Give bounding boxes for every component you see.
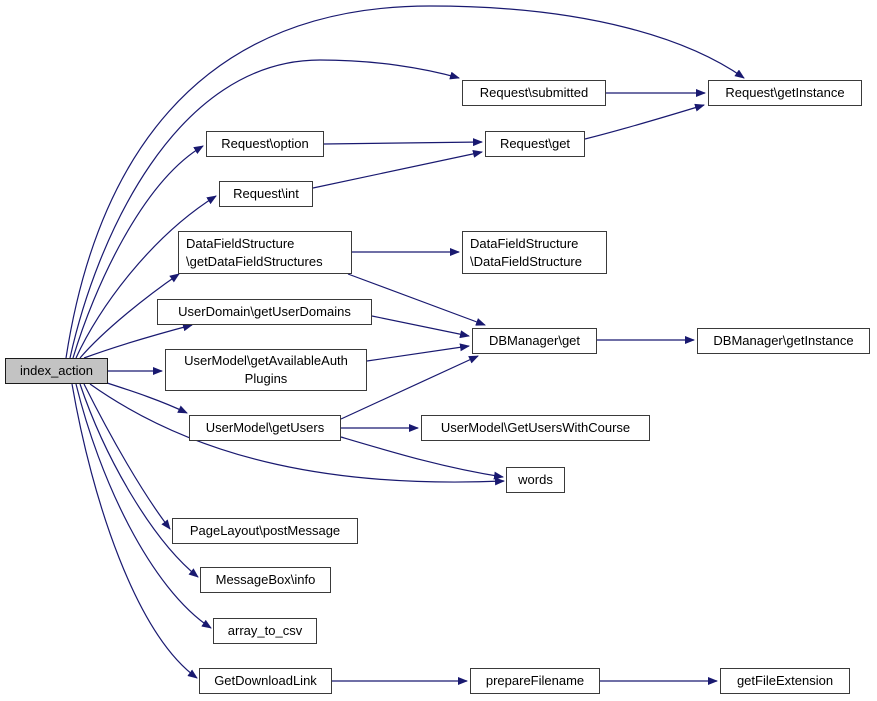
node-messagebox-info[interactable]: MessageBox\info — [200, 567, 331, 593]
node-request-get[interactable]: Request\get — [485, 131, 585, 157]
edge-usermodel_getusers-to-words — [340, 436, 504, 480]
node-request-getinstance[interactable]: Request\getInstance — [708, 80, 862, 106]
node-datafieldstructure-datafieldstructure[interactable]: DataFieldStructure \DataFieldStructure — [462, 231, 607, 274]
node-pagelayout-postmessage[interactable]: PageLayout\postMessage — [172, 518, 358, 544]
node-array-to-csv[interactable]: array_to_csv — [213, 618, 317, 644]
node-usermodel-getusers[interactable]: UserModel\getUsers — [189, 415, 341, 441]
node-request-option[interactable]: Request\option — [206, 131, 324, 157]
node-index-action: index_action — [5, 358, 108, 384]
edge-index_action-to-request_submitted — [69, 59, 460, 359]
node-request-submitted[interactable]: Request\submitted — [462, 80, 606, 106]
node-usermodel-getuserswithcourse[interactable]: UserModel\GetUsersWithCourse — [421, 415, 650, 441]
node-preparefilename[interactable]: prepareFilename — [470, 668, 600, 694]
node-words[interactable]: words — [506, 467, 565, 493]
edge-index_action-to-words — [89, 383, 505, 486]
edge-index_action-to-usermodel_getusers — [103, 381, 188, 414]
edge-index_action-to-array_to_csv — [75, 383, 212, 629]
edge-request_option-to-request_get — [323, 138, 483, 147]
edge-index_action-to-messagebox_info — [79, 383, 199, 578]
node-request-int[interactable]: Request\int — [219, 181, 313, 207]
node-datafieldstructure-getdatafieldstructures[interactable]: DataFieldStructure \getDataFieldStructur… — [178, 231, 352, 274]
edge-index_action-to-datafieldstructure_getdatafieldstructures — [79, 273, 180, 359]
edge-userdomain_getuserdomains-to-dbmanager_get — [371, 315, 470, 339]
edge-index_action-to-getdownloadlink — [71, 383, 198, 679]
node-getfileextension[interactable]: getFileExtension — [720, 668, 850, 694]
edge-index_action-to-request_getinstance — [65, 5, 745, 359]
node-getdownloadlink[interactable]: GetDownloadLink — [199, 668, 332, 694]
edge-usermodel_getavailableauthplugins-to-dbmanager_get — [366, 343, 470, 362]
node-userdomain-getuserdomains[interactable]: UserDomain\getUserDomains — [157, 299, 372, 325]
edge-request_int-to-request_get — [312, 149, 483, 189]
edge-request_get-to-request_getinstance — [584, 103, 705, 140]
node-dbmanager-getinstance[interactable]: DBManager\getInstance — [697, 328, 870, 354]
edge-index_action-to-request_option — [72, 145, 204, 359]
edge-index_action-to-userdomain_getuserdomains — [83, 323, 193, 359]
node-dbmanager-get[interactable]: DBManager\get — [472, 328, 597, 354]
edge-usermodel_getusers-to-dbmanager_get — [340, 355, 479, 420]
edge-index_action-to-pagelayout_postmessage — [83, 383, 171, 530]
edge-datafieldstructure_getdatafieldstructures-to-dbmanager_get — [347, 273, 486, 326]
node-usermodel-getavailableauthplugins[interactable]: UserModel\getAvailableAuth Plugins — [165, 349, 367, 391]
edge-index_action-to-request_int — [75, 195, 217, 359]
